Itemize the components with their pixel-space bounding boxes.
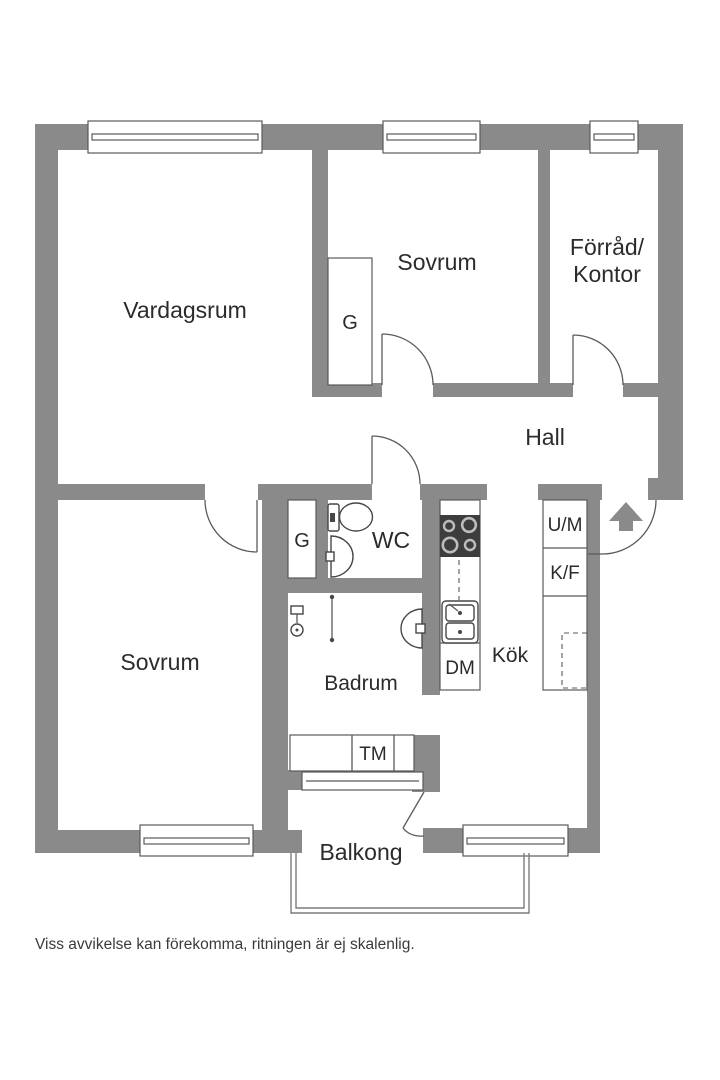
label-dm: DM	[445, 658, 475, 679]
label-forrad-line2: Kontor	[573, 261, 641, 287]
bathroom-basin-icon	[400, 608, 426, 649]
wall-mid-d	[538, 484, 602, 500]
wall-mid-b	[258, 484, 372, 500]
toilet-icon	[327, 502, 374, 532]
window-vardagsrum	[87, 120, 263, 154]
fixtures	[290, 502, 480, 649]
windows	[87, 120, 639, 857]
wall-g-wc-divider	[316, 500, 328, 580]
label-tm: TM	[359, 744, 386, 765]
door-sovrum-top	[381, 333, 434, 386]
wall-sovrum-bottom-right	[262, 500, 288, 853]
label-sovrum-top: Sovrum	[397, 249, 476, 275]
label-sovrum-bottom: Sovrum	[120, 649, 199, 675]
window-forrad	[589, 120, 639, 154]
wall-mid-c	[420, 484, 487, 500]
wall-hall-top-b	[433, 383, 573, 397]
closet-g-bottom	[287, 499, 317, 579]
door-balcony	[402, 791, 425, 837]
entrance-arrow-icon	[609, 502, 643, 531]
label-g-bottom: G	[294, 530, 310, 552]
door-forrad	[572, 334, 624, 386]
labels: Vardagsrum Sovrum Förråd/ Kontor Hall So…	[120, 234, 644, 865]
storage-units	[287, 257, 588, 772]
wall-entry-jamb	[648, 478, 658, 500]
wall-hall-top-a	[312, 383, 382, 397]
doors	[204, 333, 657, 837]
door-sovrum-bottom	[204, 499, 258, 553]
wc-sink-icon	[325, 535, 354, 578]
wall-hall-top-c	[623, 383, 658, 397]
label-forrad-line1: Förråd/	[570, 234, 645, 260]
window-sovrum-top	[382, 120, 481, 154]
wall-vardagsrum-right	[312, 124, 328, 397]
window-sovrum-bottom	[139, 824, 254, 857]
label-g-top: G	[342, 312, 358, 334]
label-um: U/M	[548, 515, 583, 536]
wall-under-tm	[277, 770, 302, 790]
label-wc: WC	[372, 527, 410, 553]
door-entry	[588, 499, 657, 555]
laundry-cabinets	[289, 734, 415, 772]
window-balcony-panel	[301, 771, 424, 791]
wall-mid-a	[58, 484, 205, 500]
wall-badrum-top	[262, 578, 440, 593]
kitchen-cabinets	[542, 499, 588, 691]
label-kf: K/F	[550, 563, 580, 584]
closet-g-top	[327, 257, 373, 386]
label-badrum: Badrum	[324, 672, 398, 695]
window-bottom-right	[462, 824, 569, 857]
stove-icon	[440, 515, 480, 557]
wall-kitchen-left	[422, 500, 440, 695]
kitchen-sink-icon	[441, 600, 479, 644]
wall-sovrum-forrad	[538, 124, 550, 397]
wall-right-upper	[658, 124, 683, 500]
label-kok: Kök	[492, 644, 529, 667]
door-wc	[371, 435, 421, 485]
wall-left	[35, 124, 58, 853]
wall-kitchen-right	[587, 484, 600, 853]
balcony-railing	[290, 853, 530, 914]
label-hall: Hall	[525, 424, 565, 450]
shower-icon	[290, 605, 304, 637]
label-balkong: Balkong	[319, 839, 402, 865]
disclaimer-text: Viss avvikelse kan förekomma, ritningen …	[35, 936, 415, 953]
shower-rail-icon	[329, 594, 335, 643]
label-vardagsrum: Vardagsrum	[123, 297, 247, 323]
